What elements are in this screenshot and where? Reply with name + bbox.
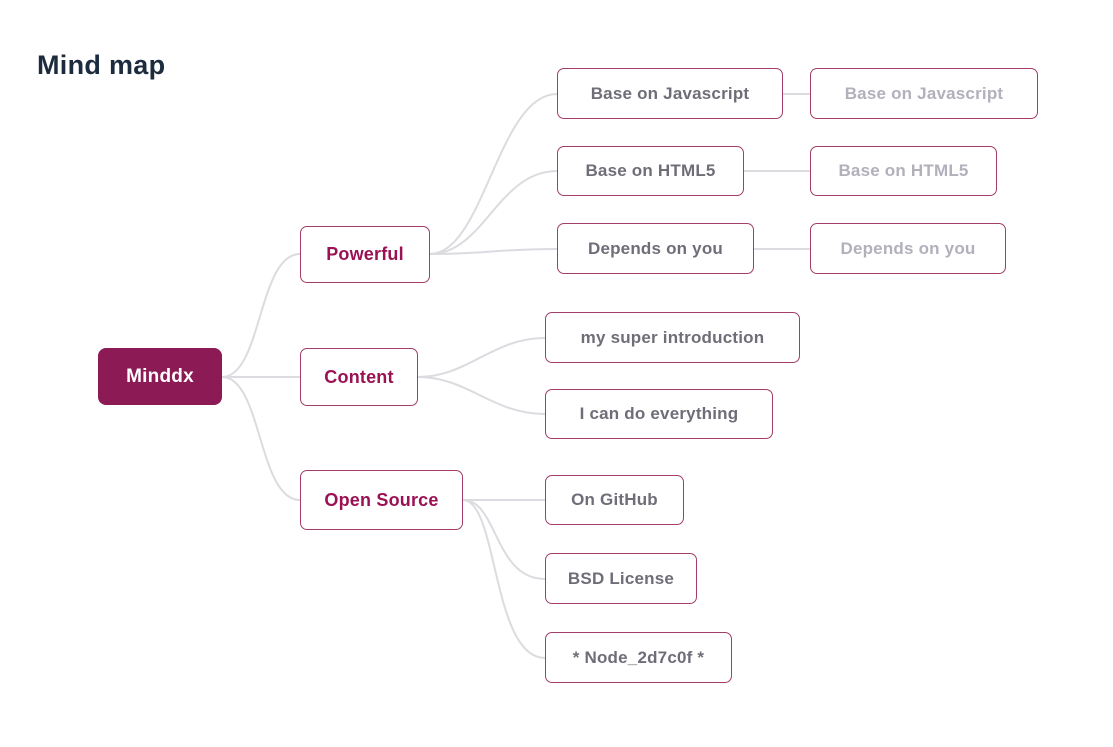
node-label: Open Source (324, 489, 439, 510)
connector-powerful-basejs (429, 93, 558, 255)
node-label: Depends on you (840, 238, 976, 258)
connector-content-intro (417, 337, 546, 378)
node-label: I can do everything (579, 404, 739, 423)
node-label: Depends on you (587, 238, 724, 258)
mindmap-node-i-can-do-everything[interactable]: I can do everything (545, 389, 773, 439)
node-label: Powerful (326, 244, 404, 264)
connector-root-powerful (221, 253, 301, 378)
node-label: Content (324, 366, 394, 387)
connector-content-everything (417, 376, 546, 415)
mindmap-node-node-2d7c0f[interactable]: * Node_2d7c0f * (545, 632, 732, 683)
node-label: Base on HTML5 (838, 161, 969, 180)
mindmap-node-content[interactable]: Content (300, 348, 418, 406)
mindmap-node-base-on-javascript-ghost[interactable]: Base on Javascript (810, 68, 1038, 119)
node-label: BSD License (567, 568, 675, 588)
node-label: my super introduction (580, 327, 765, 347)
mindmap-node-bsd-license[interactable]: BSD License (545, 553, 697, 604)
mindmap-node-depends-on-you[interactable]: Depends on you (557, 223, 754, 274)
mindmap-node-open-source[interactable]: Open Source (300, 470, 463, 530)
page-title: Mind map (37, 50, 166, 80)
connector-opensource-bsd (462, 499, 546, 580)
connector-root-opensource (221, 376, 301, 501)
node-label: On GitHub (571, 490, 658, 509)
mindmap-node-base-on-html5-ghost[interactable]: Base on HTML5 (810, 146, 997, 196)
mindmap-node-on-github[interactable]: On GitHub (545, 475, 684, 525)
connector-powerful-depends (429, 248, 558, 255)
connector-opensource-node (462, 499, 546, 659)
node-label: Base on HTML5 (585, 161, 716, 180)
node-label: Base on Javascript (590, 83, 750, 103)
node-label: * Node_2d7c0f * (572, 647, 705, 667)
mindmap-node-my-super-introduction[interactable]: my super introduction (545, 312, 800, 363)
node-label: Minddx (126, 365, 194, 387)
mindmap-node-base-on-javascript[interactable]: Base on Javascript (557, 68, 783, 119)
mindmap-node-powerful[interactable]: Powerful (300, 226, 430, 283)
mindmap-node-base-on-html5[interactable]: Base on HTML5 (557, 146, 744, 196)
node-label: Base on Javascript (844, 83, 1004, 103)
connector-powerful-html5 (429, 170, 558, 255)
mindmap-node-depends-on-you-ghost[interactable]: Depends on you (810, 223, 1006, 274)
mindmap-node-root[interactable]: Minddx (98, 348, 222, 405)
